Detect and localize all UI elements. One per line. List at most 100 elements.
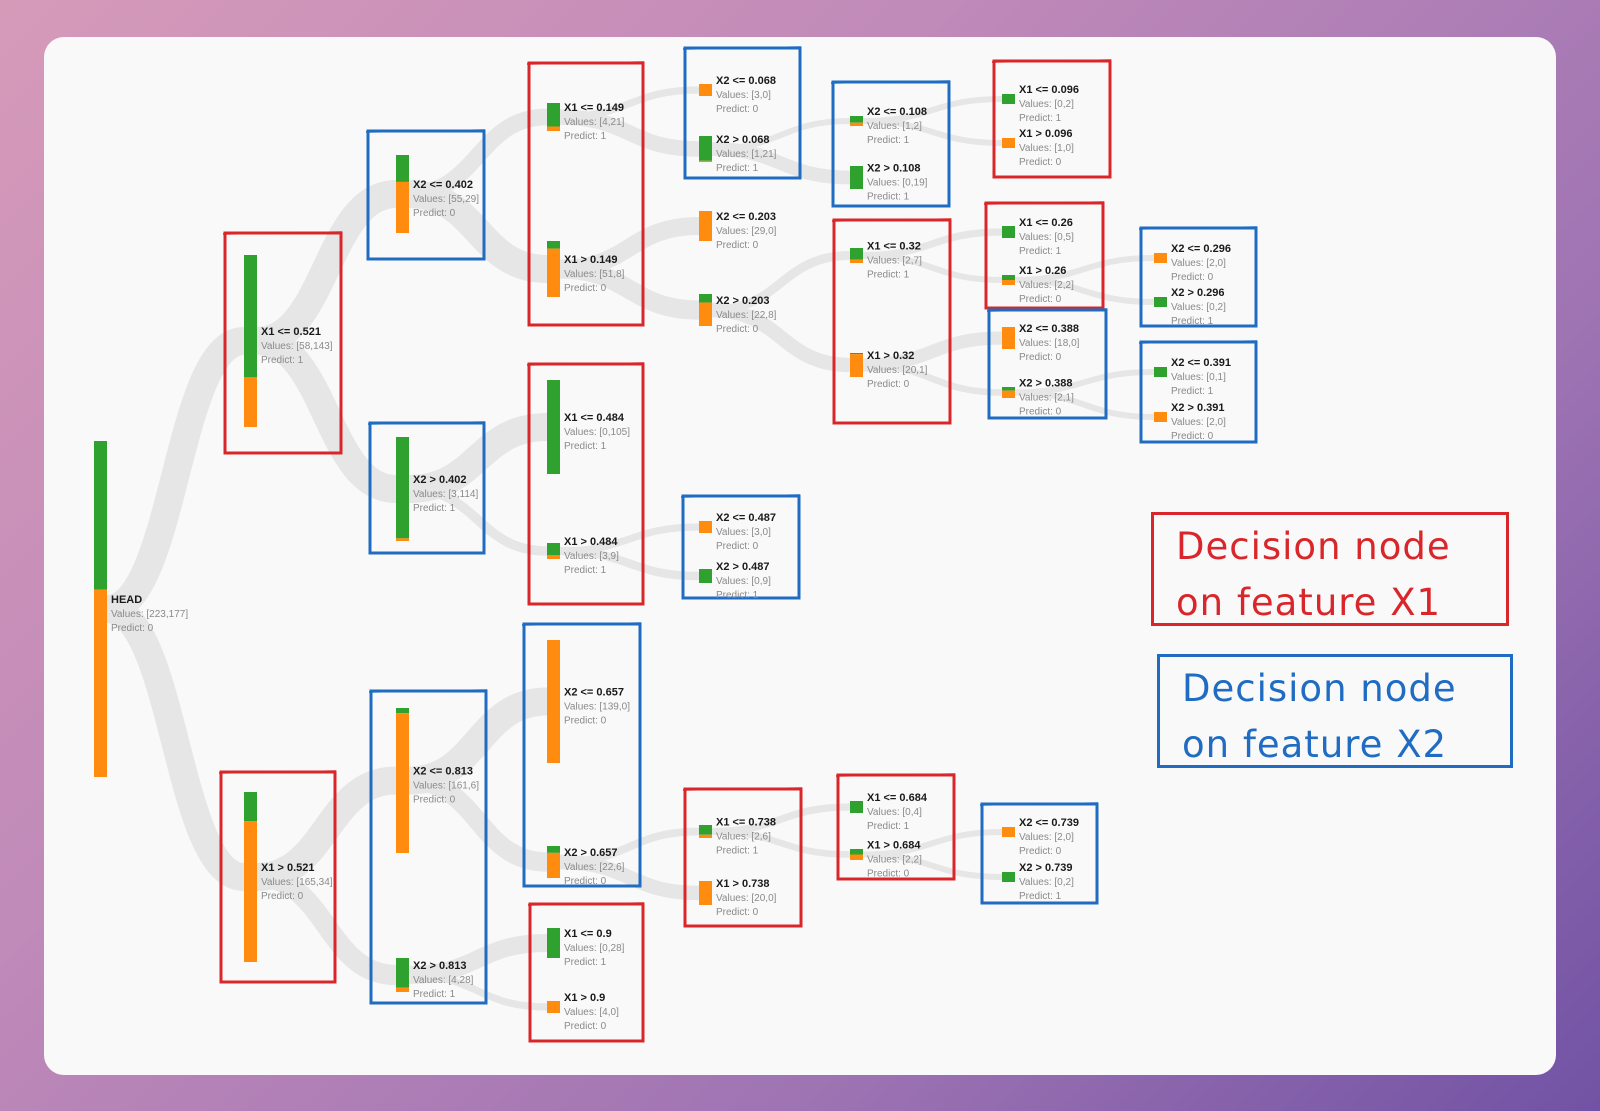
class1-bar <box>850 353 863 355</box>
class1-bar <box>850 116 863 123</box>
link-head-n2 <box>104 595 247 891</box>
node-values: Values: [2,6] <box>716 832 771 843</box>
class1-bar <box>396 708 409 714</box>
node-values: Values: [0,2] <box>1171 302 1226 313</box>
legend-x2: Decision node on feature X2 <box>1157 654 1513 768</box>
node-condition: X2 <= 0.068 <box>716 75 776 87</box>
frame-sketch-line <box>526 362 645 366</box>
frame-sketch-line <box>680 494 801 498</box>
class0-bar <box>396 538 409 541</box>
node-predict: Predict: 0 <box>1019 407 1062 418</box>
node-condition: X2 <= 0.108 <box>867 106 927 118</box>
node-predict: Predict: 0 <box>716 907 759 918</box>
node-condition: X1 > 0.484 <box>564 536 618 548</box>
class0-bar <box>396 713 409 853</box>
node-values: Values: [3,9] <box>564 551 619 562</box>
link-n23-n30 <box>862 118 1003 146</box>
node-predict: Predict: 1 <box>867 270 910 281</box>
node-values: Values: [0,28] <box>564 943 625 954</box>
node-values: Values: [51,8] <box>564 269 625 280</box>
node-values: Values: [3,0] <box>716 527 771 538</box>
node-predict: Predict: 1 <box>1171 316 1214 327</box>
link-n8-n18 <box>559 259 700 320</box>
node-predict: Predict: 0 <box>564 876 607 887</box>
node-values: Values: [0,1] <box>1171 372 1226 383</box>
class1-bar <box>850 166 863 189</box>
node-condition: X1 <= 0.521 <box>261 326 321 338</box>
frame-x1-f12 <box>683 787 803 928</box>
link-n3-n8 <box>408 180 548 283</box>
class0-bar <box>1154 412 1167 422</box>
link-n4-n10 <box>408 484 548 556</box>
node-condition: X2 > 0.739 <box>1019 862 1073 874</box>
link-n5-n12 <box>408 770 548 872</box>
node-values: Values: [2,2] <box>1019 280 1074 291</box>
node-values: Values: [2,0] <box>1171 258 1226 269</box>
node-predict: Predict: 0 <box>261 891 304 902</box>
class0-bar <box>547 852 560 878</box>
node-predict: Predict: 0 <box>1019 846 1062 857</box>
class0-bar <box>547 555 560 559</box>
legend-x1-line2: on feature X1 <box>1176 581 1442 624</box>
class0-bar <box>699 211 712 241</box>
node-predict: Predict: 0 <box>564 1021 607 1032</box>
class1-bar <box>850 248 863 260</box>
class0-bar <box>547 126 560 131</box>
node-values: Values: [4,21] <box>564 117 625 128</box>
node-condition: X2 > 0.391 <box>1171 402 1225 414</box>
node-condition: X1 <= 0.738 <box>716 817 776 829</box>
link-n34-n40 <box>1014 389 1155 420</box>
node-predict: Predict: 1 <box>1019 246 1062 257</box>
node-condition: X2 > 0.203 <box>716 295 770 307</box>
node-predict: Predict: 1 <box>413 503 456 514</box>
node-condition: X1 <= 0.149 <box>564 102 624 114</box>
link-n16-n24 <box>711 142 851 185</box>
link-n26-n34 <box>862 361 1003 396</box>
node-values: Values: [0,5] <box>1019 232 1074 243</box>
node-values: Values: [0,2] <box>1019 99 1074 110</box>
node-predict: Predict: 0 <box>1171 431 1214 442</box>
node-values: Values: [0,4] <box>867 807 922 818</box>
node-values: Values: [4,28] <box>413 975 474 986</box>
node-condition: X1 > 0.32 <box>867 350 914 362</box>
class1-bar <box>396 958 409 988</box>
node-predict: Predict: 0 <box>1019 352 1062 363</box>
class0-bar <box>1002 390 1015 398</box>
frame-sketch-line <box>983 201 1105 205</box>
frame-sketch-line <box>368 689 488 693</box>
class0-bar <box>396 181 409 233</box>
node-predict: Predict: 1 <box>1019 113 1062 124</box>
node-condition: X1 > 0.096 <box>1019 128 1073 140</box>
node-condition: X1 > 0.738 <box>716 878 770 890</box>
node-predict: Predict: 1 <box>1019 891 1062 902</box>
link-n2-n6 <box>256 866 397 986</box>
class1-bar <box>850 801 863 813</box>
node-predict: Predict: 0 <box>564 283 607 294</box>
class1-bar <box>547 241 560 249</box>
legend-x2-line1: Decision node <box>1182 667 1457 710</box>
class0-bar <box>699 521 712 533</box>
node-condition: X2 <= 0.657 <box>564 687 624 699</box>
link-n18-n26 <box>711 302 851 373</box>
node-values: Values: [0,9] <box>716 576 771 587</box>
node-condition: X1 <= 0.484 <box>564 412 625 424</box>
class0-bar <box>244 377 257 427</box>
link-n32-n38 <box>1014 277 1155 305</box>
